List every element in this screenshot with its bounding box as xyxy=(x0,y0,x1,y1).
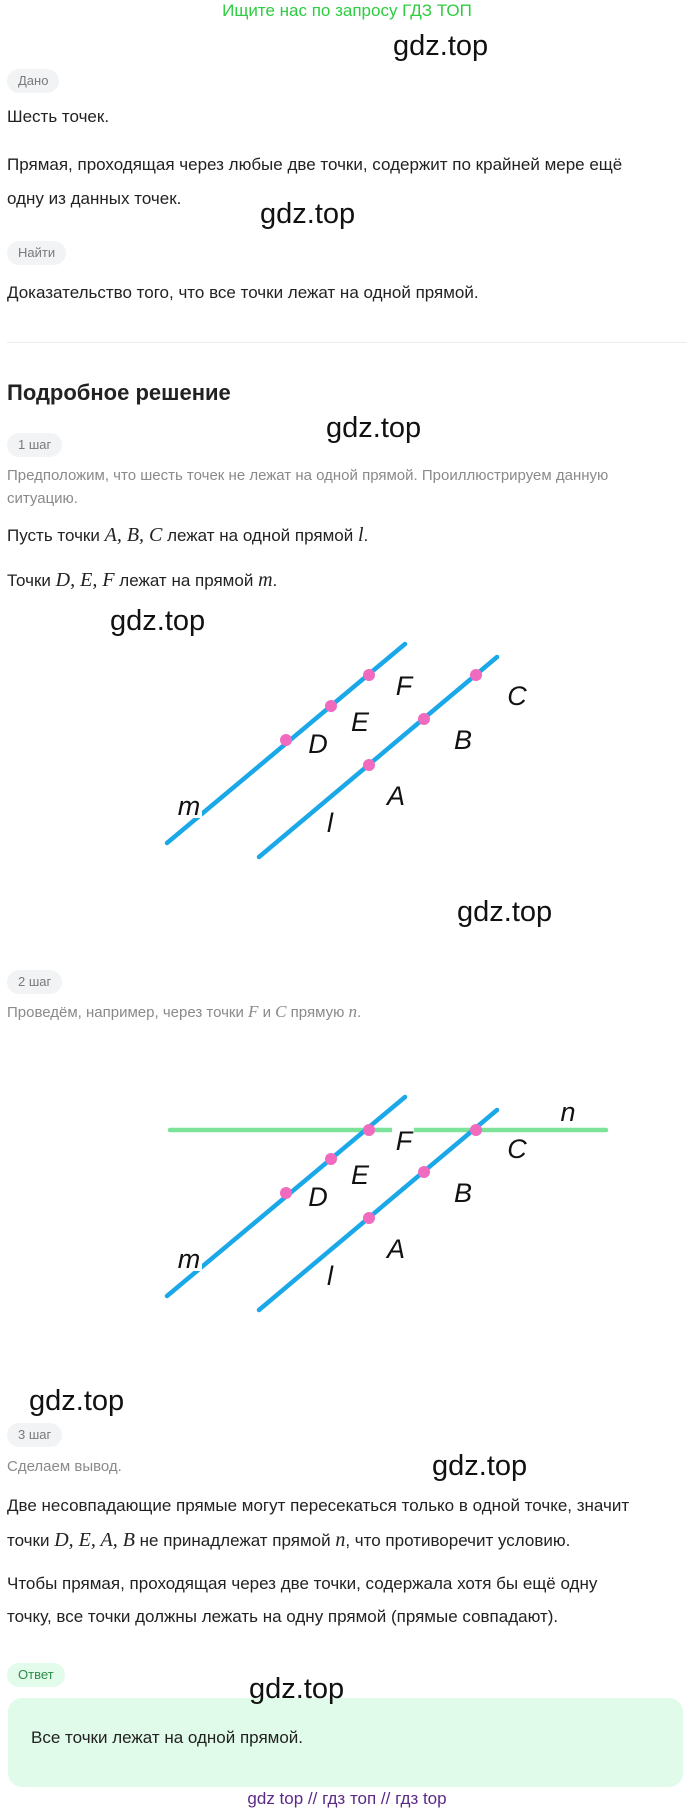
label-e: E xyxy=(351,707,370,737)
watermark: gdz.top xyxy=(326,412,422,444)
watermark: gdz.top xyxy=(393,30,489,62)
point-a xyxy=(363,1212,375,1224)
given-line: Прямая, проходящая через любые две точки… xyxy=(7,155,623,174)
step-text: точки D, E, A, B не принадлежат прямой n… xyxy=(7,1529,570,1552)
step-badge: 3 шаг xyxy=(7,1423,63,1447)
point-e xyxy=(325,1153,337,1165)
given-line: одну из данных точек. xyxy=(7,189,182,208)
text: . xyxy=(363,526,369,545)
label-l: l xyxy=(327,808,334,838)
math: n xyxy=(348,1002,358,1021)
step-text: Чтобы прямая, проходящая через две точки… xyxy=(7,1574,598,1593)
label-d: D xyxy=(308,1182,328,1212)
figure-parallel-lines: F E D C B A m l xyxy=(164,641,527,860)
label-bg xyxy=(178,1245,202,1271)
math: F xyxy=(248,1002,259,1021)
text: не принадлежат прямой xyxy=(139,1531,331,1550)
step-hint: ситуацию. xyxy=(7,490,78,507)
label-b: B xyxy=(454,725,472,755)
text: точки xyxy=(7,1531,50,1550)
text: Проведём, например, через точки xyxy=(7,1004,244,1021)
line-l xyxy=(256,654,500,860)
step-badge: 1 шаг xyxy=(7,433,63,457)
solution-title: Подробное решение xyxy=(7,380,231,405)
point-b xyxy=(418,713,430,725)
label-n: n xyxy=(560,1097,575,1127)
step-hint: Сделаем вывод. xyxy=(7,1458,122,1475)
figure-with-line-n: F E D C B A m l n xyxy=(164,1094,609,1313)
point-d xyxy=(280,734,292,746)
point-a xyxy=(363,759,375,771)
text: лежат на прямой xyxy=(119,571,254,590)
math: D, E, A, B xyxy=(54,1529,135,1551)
find-text: Доказательство того, что все точки лежат… xyxy=(7,283,479,302)
point-c xyxy=(470,1124,482,1136)
watermark: gdz.top xyxy=(110,605,206,637)
point-b xyxy=(418,1166,430,1178)
math: n xyxy=(335,1529,346,1551)
step-text: Точки D, E, F лежат на прямой m. xyxy=(7,569,277,592)
text: . xyxy=(272,571,278,590)
text: Точки xyxy=(7,571,51,590)
divider xyxy=(7,342,687,343)
text: , что противоречит условию. xyxy=(345,1531,571,1550)
label-f: F xyxy=(396,671,414,701)
text: и xyxy=(262,1004,271,1021)
label-l: l xyxy=(327,1261,334,1291)
label-b: B xyxy=(454,1178,472,1208)
point-e xyxy=(325,700,337,712)
watermark: gdz.top xyxy=(249,1673,345,1705)
step-text: точку, все точки должны лежать на одну п… xyxy=(7,1607,559,1626)
step-hint: Проведём, например, через точки F и C пр… xyxy=(7,1002,361,1023)
point-c xyxy=(470,669,482,681)
label-c: C xyxy=(507,1134,527,1164)
math: D, E, F xyxy=(55,569,115,591)
text: лежат на одной прямой xyxy=(167,526,354,545)
line-l xyxy=(256,1107,500,1313)
label-d: D xyxy=(308,729,328,759)
label-m: m xyxy=(178,791,201,821)
text: Пусть точки xyxy=(7,526,100,545)
label-bg xyxy=(178,792,202,818)
watermark: gdz.top xyxy=(29,1385,125,1417)
math: A, B, C xyxy=(104,524,163,546)
label-bg xyxy=(392,1125,414,1135)
label-c: C xyxy=(507,681,527,711)
watermark: gdz.top xyxy=(432,1450,528,1482)
step-text: Пусть точки A, B, C лежат на одной прямо… xyxy=(7,524,368,547)
label-e: E xyxy=(351,1160,370,1190)
point-f xyxy=(363,669,375,681)
footer-links[interactable]: gdz top // гдз топ // гдз top xyxy=(247,1789,447,1808)
label-f: F xyxy=(396,1126,414,1156)
point-f xyxy=(363,1124,375,1136)
label-a: A xyxy=(385,781,405,811)
text: прямую xyxy=(290,1004,345,1021)
answer-box xyxy=(8,1698,683,1787)
label-m: m xyxy=(178,1244,201,1274)
math: m xyxy=(258,569,273,591)
math: l xyxy=(357,524,364,546)
given-badge: Дано xyxy=(7,69,60,93)
point-d xyxy=(280,1187,292,1199)
answer-badge: Ответ xyxy=(7,1663,65,1687)
watermark: gdz.top xyxy=(457,896,553,928)
math: C xyxy=(275,1002,287,1021)
step-hint: Предположим, что шесть точек не лежат на… xyxy=(7,467,609,484)
answer-text: Все точки лежат на одной прямой. xyxy=(31,1728,304,1747)
text: . xyxy=(357,1004,362,1021)
step-badge: 2 шаг xyxy=(7,970,63,994)
label-a: A xyxy=(385,1234,405,1264)
step-text: Две несовпадающие прямые могут пересекат… xyxy=(7,1496,630,1515)
watermark: gdz.top xyxy=(260,198,356,230)
search-banner: Ищите нас по запросу ГДЗ ТОП xyxy=(222,1,472,20)
given-line: Шесть точек. xyxy=(7,107,110,126)
find-badge: Найти xyxy=(7,241,67,265)
